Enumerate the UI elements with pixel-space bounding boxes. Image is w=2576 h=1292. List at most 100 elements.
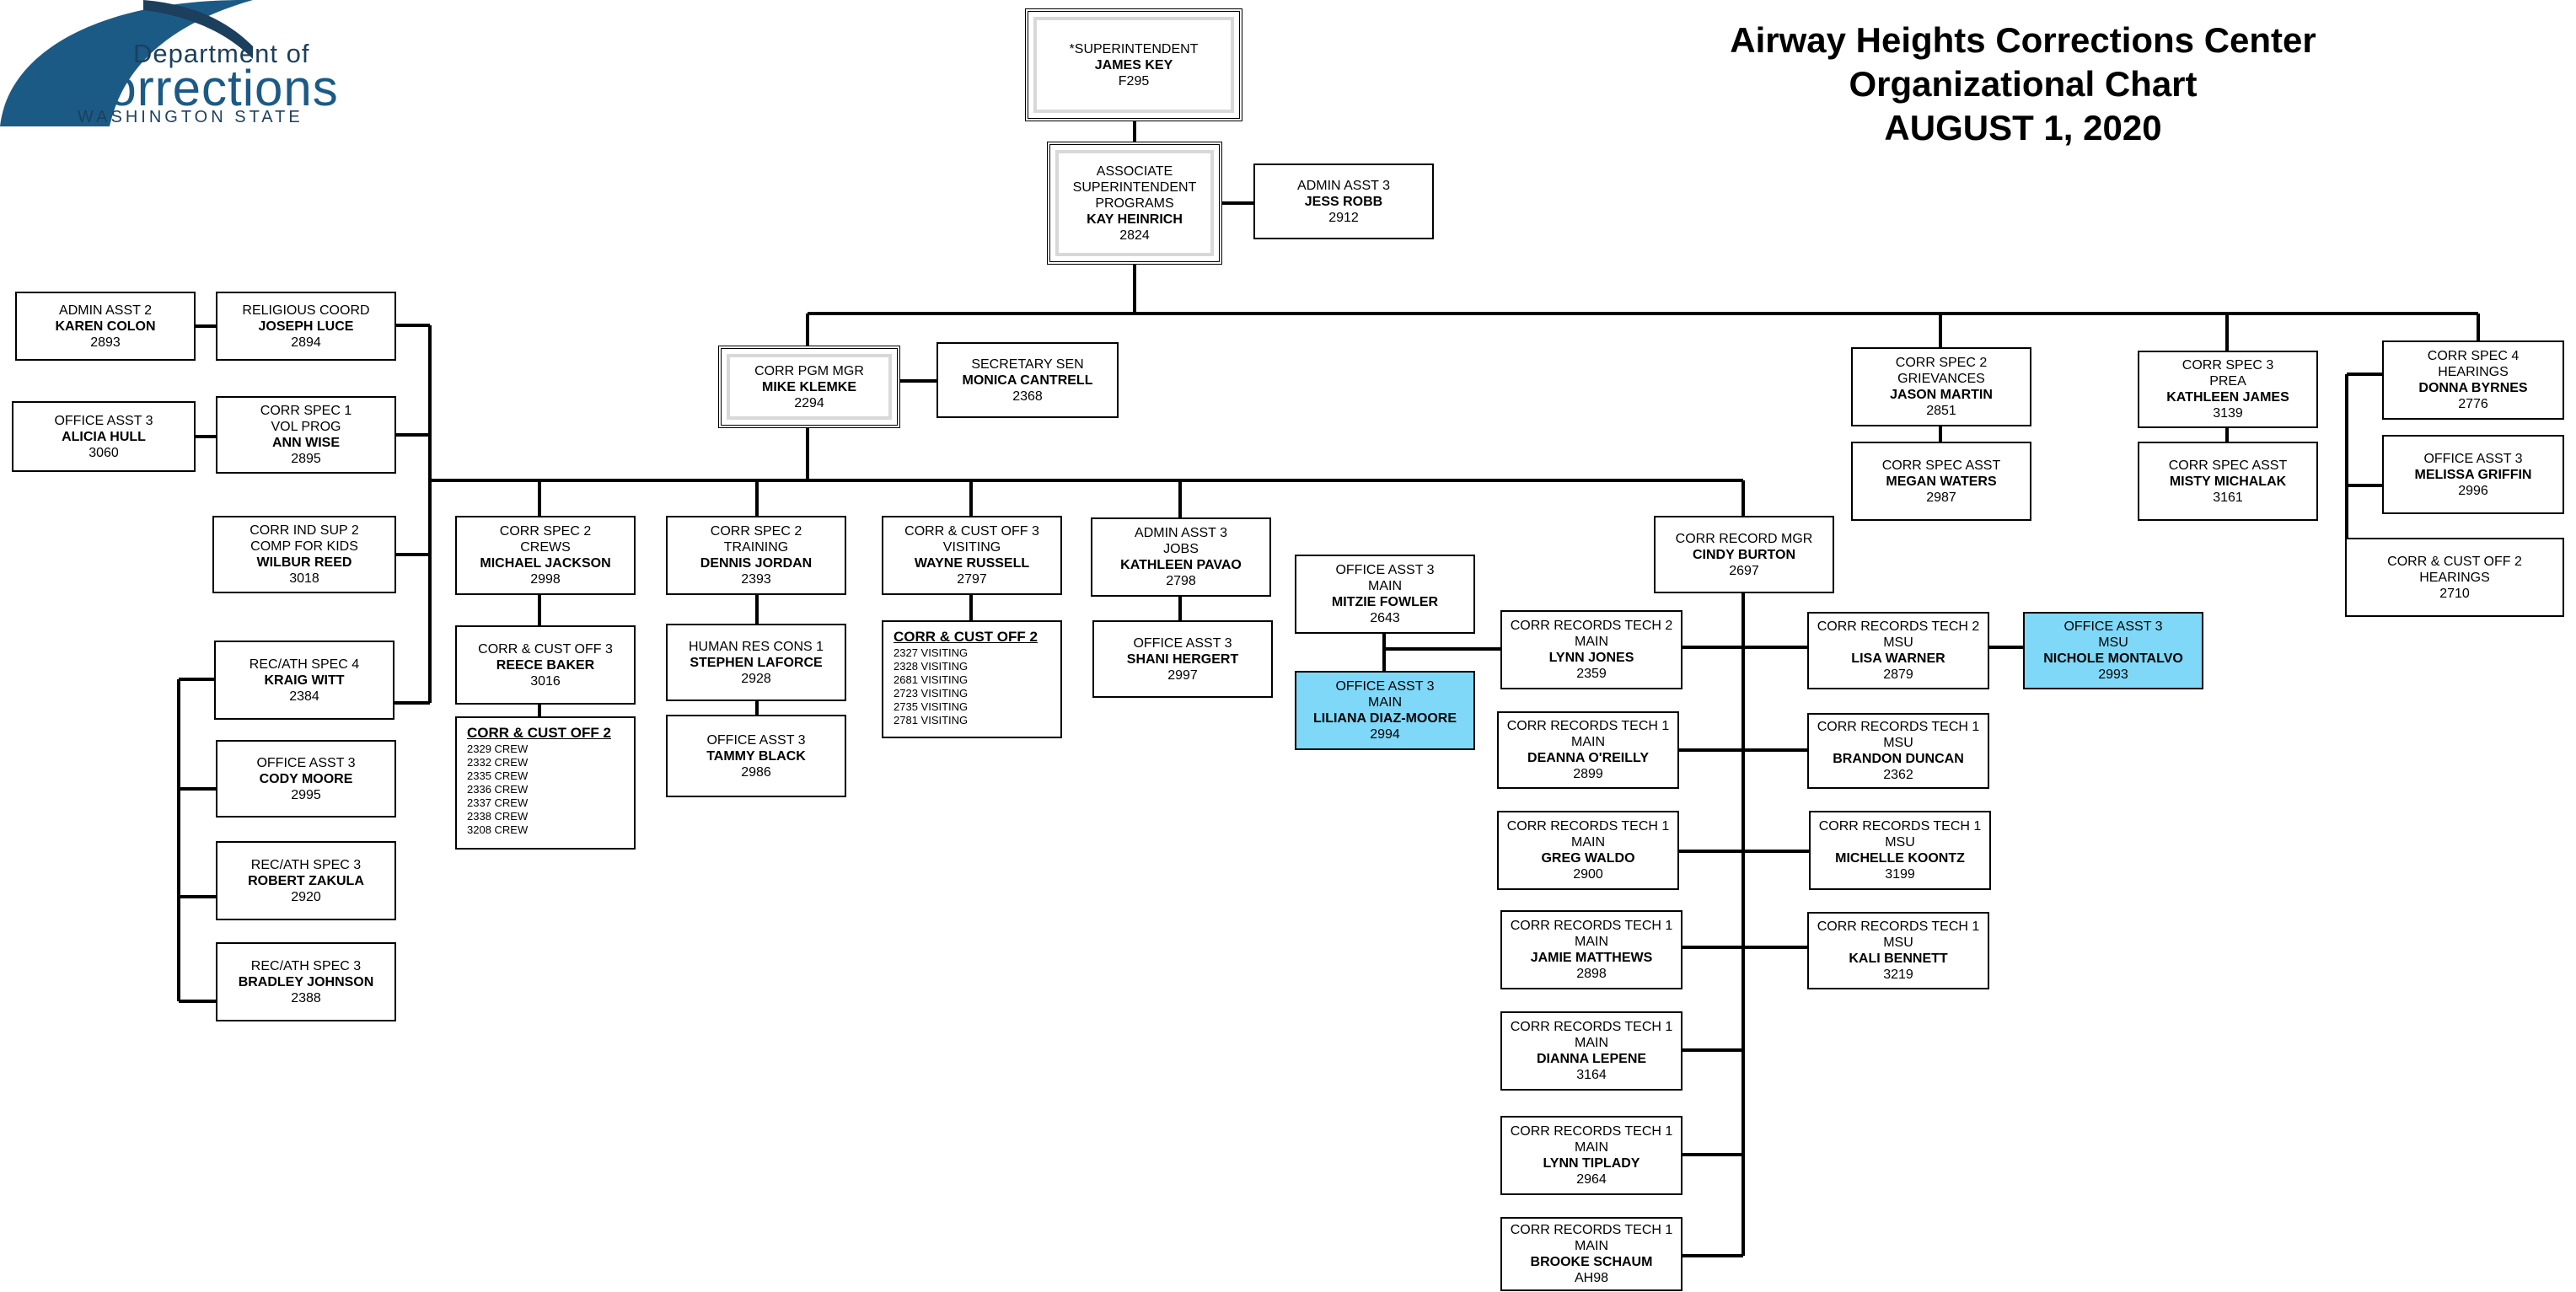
node-name: WILBUR REED <box>256 555 352 570</box>
node-line: 2995 <box>291 787 321 802</box>
node-line: VOL PROG <box>271 420 341 434</box>
node-line: CORR RECORDS TECH 1 <box>1817 720 1980 734</box>
node-name: KAY HEINRICH <box>1087 212 1183 227</box>
node-line: CORR RECORDS TECH 1 <box>1510 1223 1673 1237</box>
node-line: *SUPERINTENDENT <box>1069 41 1199 56</box>
list-item: 2329 CREW <box>467 742 529 755</box>
node-name: KATHLEEN JAMES <box>2166 390 2289 405</box>
node-line: 2798 <box>1166 574 1196 588</box>
node-line: GRIEVANCES <box>1897 372 1985 386</box>
node-name: MICHAEL JACKSON <box>480 556 611 571</box>
node-line: OFFICE ASST 3 <box>2423 451 2523 466</box>
node-name: MITZIE FOWLER <box>1331 595 1439 609</box>
node-line: 2920 <box>291 889 321 904</box>
node-line: CORR RECORDS TECH 2 <box>1510 619 1673 633</box>
node-line: CORR SPEC 2 <box>499 524 592 539</box>
node-line: CORR SPEC ASST <box>2168 458 2288 473</box>
list-item: 2328 VISITING <box>894 660 969 673</box>
title-line2: Organizational Chart <box>1849 64 2198 104</box>
node-line: CORR RECORDS TECH 1 <box>1818 819 1982 834</box>
node-name: JAMIE MATTHEWS <box>1530 951 1653 965</box>
node-name: MELISSA GRIFFIN <box>2414 467 2532 482</box>
node-name: MONICA CANTRELL <box>962 373 1093 388</box>
node-line: CORR RECORDS TECH 2 <box>1817 619 1980 634</box>
node-line: MAIN <box>1575 1140 1608 1155</box>
node-name: ROBERT ZAKULA <box>248 873 364 888</box>
node-name: LYNN JONES <box>1548 651 1634 665</box>
node-line: CORR SPEC ASST <box>1881 458 2001 473</box>
node-line: SUPERINTENDENT <box>1072 180 1197 195</box>
node-line: 3018 <box>289 571 319 586</box>
node-line: RELIGIOUS COORD <box>242 303 370 318</box>
node-line: CORR RECORDS TECH 1 <box>1506 819 1670 834</box>
node-name: DEANNA O'REILLY <box>1527 751 1649 765</box>
node-line: 2384 <box>289 689 319 704</box>
node-line: OFFICE ASST 3 <box>54 413 153 428</box>
list-item: 2338 CREW <box>467 810 529 823</box>
node-line: MAIN <box>1368 579 1402 593</box>
node-name: JOSEPH LUCE <box>258 319 354 334</box>
list-item: 2327 VISITING <box>894 646 969 659</box>
list-item: 2332 CREW <box>467 756 529 769</box>
node-line: CORR RECORDS TECH 1 <box>1817 919 1980 934</box>
node-line: CORR SPEC 1 <box>260 404 352 418</box>
list-item: 2336 CREW <box>467 783 529 796</box>
node-line: 3164 <box>1576 1068 1607 1082</box>
node-line: 2928 <box>741 671 771 686</box>
node-line: 3219 <box>1883 968 1913 982</box>
node-line: 2900 <box>1573 867 1603 882</box>
list-item: 2335 CREW <box>467 769 529 782</box>
node-line: 2797 <box>957 572 987 587</box>
node-line: MSU <box>1883 736 1913 750</box>
node-line: 2898 <box>1576 967 1607 981</box>
logo-arc-icon <box>0 0 253 126</box>
node-line: MAIN <box>1368 695 1402 710</box>
node-name: GREG WALDO <box>1541 851 1635 866</box>
node-line: 2359 <box>1576 667 1607 681</box>
node-line: CORR SPEC 3 <box>2182 358 2274 373</box>
node-line: MSU <box>2098 635 2128 650</box>
node-line: 3060 <box>89 445 119 460</box>
node-line: HEARINGS <box>2438 365 2509 379</box>
node-name: KRAIG WITT <box>264 673 345 688</box>
node-line: 2987 <box>1926 490 1956 505</box>
node-name: LILIANA DIAZ-MOORE <box>1312 711 1457 726</box>
node-line: 3139 <box>2213 406 2243 421</box>
node-name: CINDY BURTON <box>1692 547 1796 562</box>
node-line: PROGRAMS <box>1095 196 1174 211</box>
node-line: F295 <box>1118 73 1150 88</box>
node-line: ADMIN ASST 3 <box>1297 178 1390 193</box>
node-line: MAIN <box>1575 1239 1608 1253</box>
node-line: 2986 <box>741 764 771 780</box>
node-line: VISITING <box>942 540 1001 555</box>
node-line: CORR RECORDS TECH 1 <box>1510 1124 1673 1139</box>
node-line: MAIN <box>1575 935 1608 949</box>
node-line: 2879 <box>1883 667 1913 682</box>
node-line: 2362 <box>1883 768 1913 782</box>
node-name: KATHLEEN PAVAO <box>1120 558 1242 572</box>
node-line: 2899 <box>1573 767 1603 781</box>
node-line: SECRETARY SEN <box>971 357 1084 372</box>
node-name: REECE BAKER <box>496 657 595 673</box>
